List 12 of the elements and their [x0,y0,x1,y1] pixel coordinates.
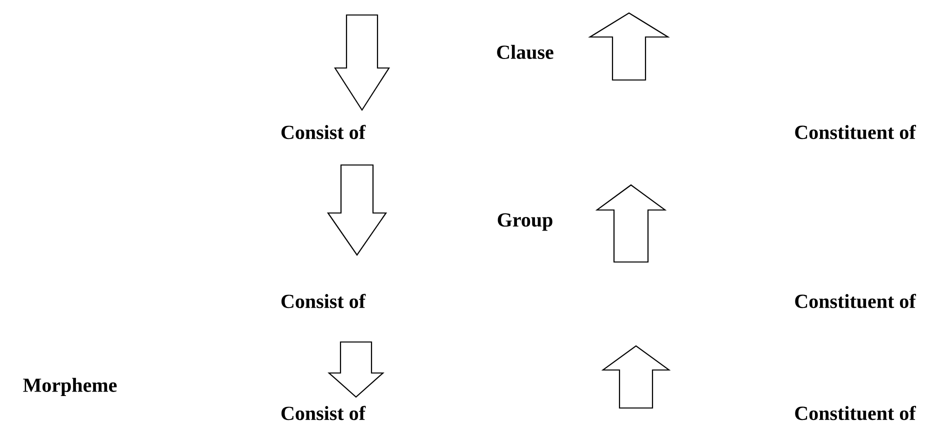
term-label: Morpheme [23,378,117,396]
block-arrow [326,164,388,256]
term-label: Group [498,213,552,231]
term-label: Clause [497,44,554,60]
term-label: Consist of [281,406,366,420]
term-label: Constituent of [795,294,916,308]
block-arrow [334,14,390,112]
term-label: Consist of [281,294,366,308]
term-label: Constituent of [795,124,916,140]
block-arrow [328,341,384,398]
term-label: Constituent of [795,406,916,420]
term-label: Consist of [281,124,366,140]
